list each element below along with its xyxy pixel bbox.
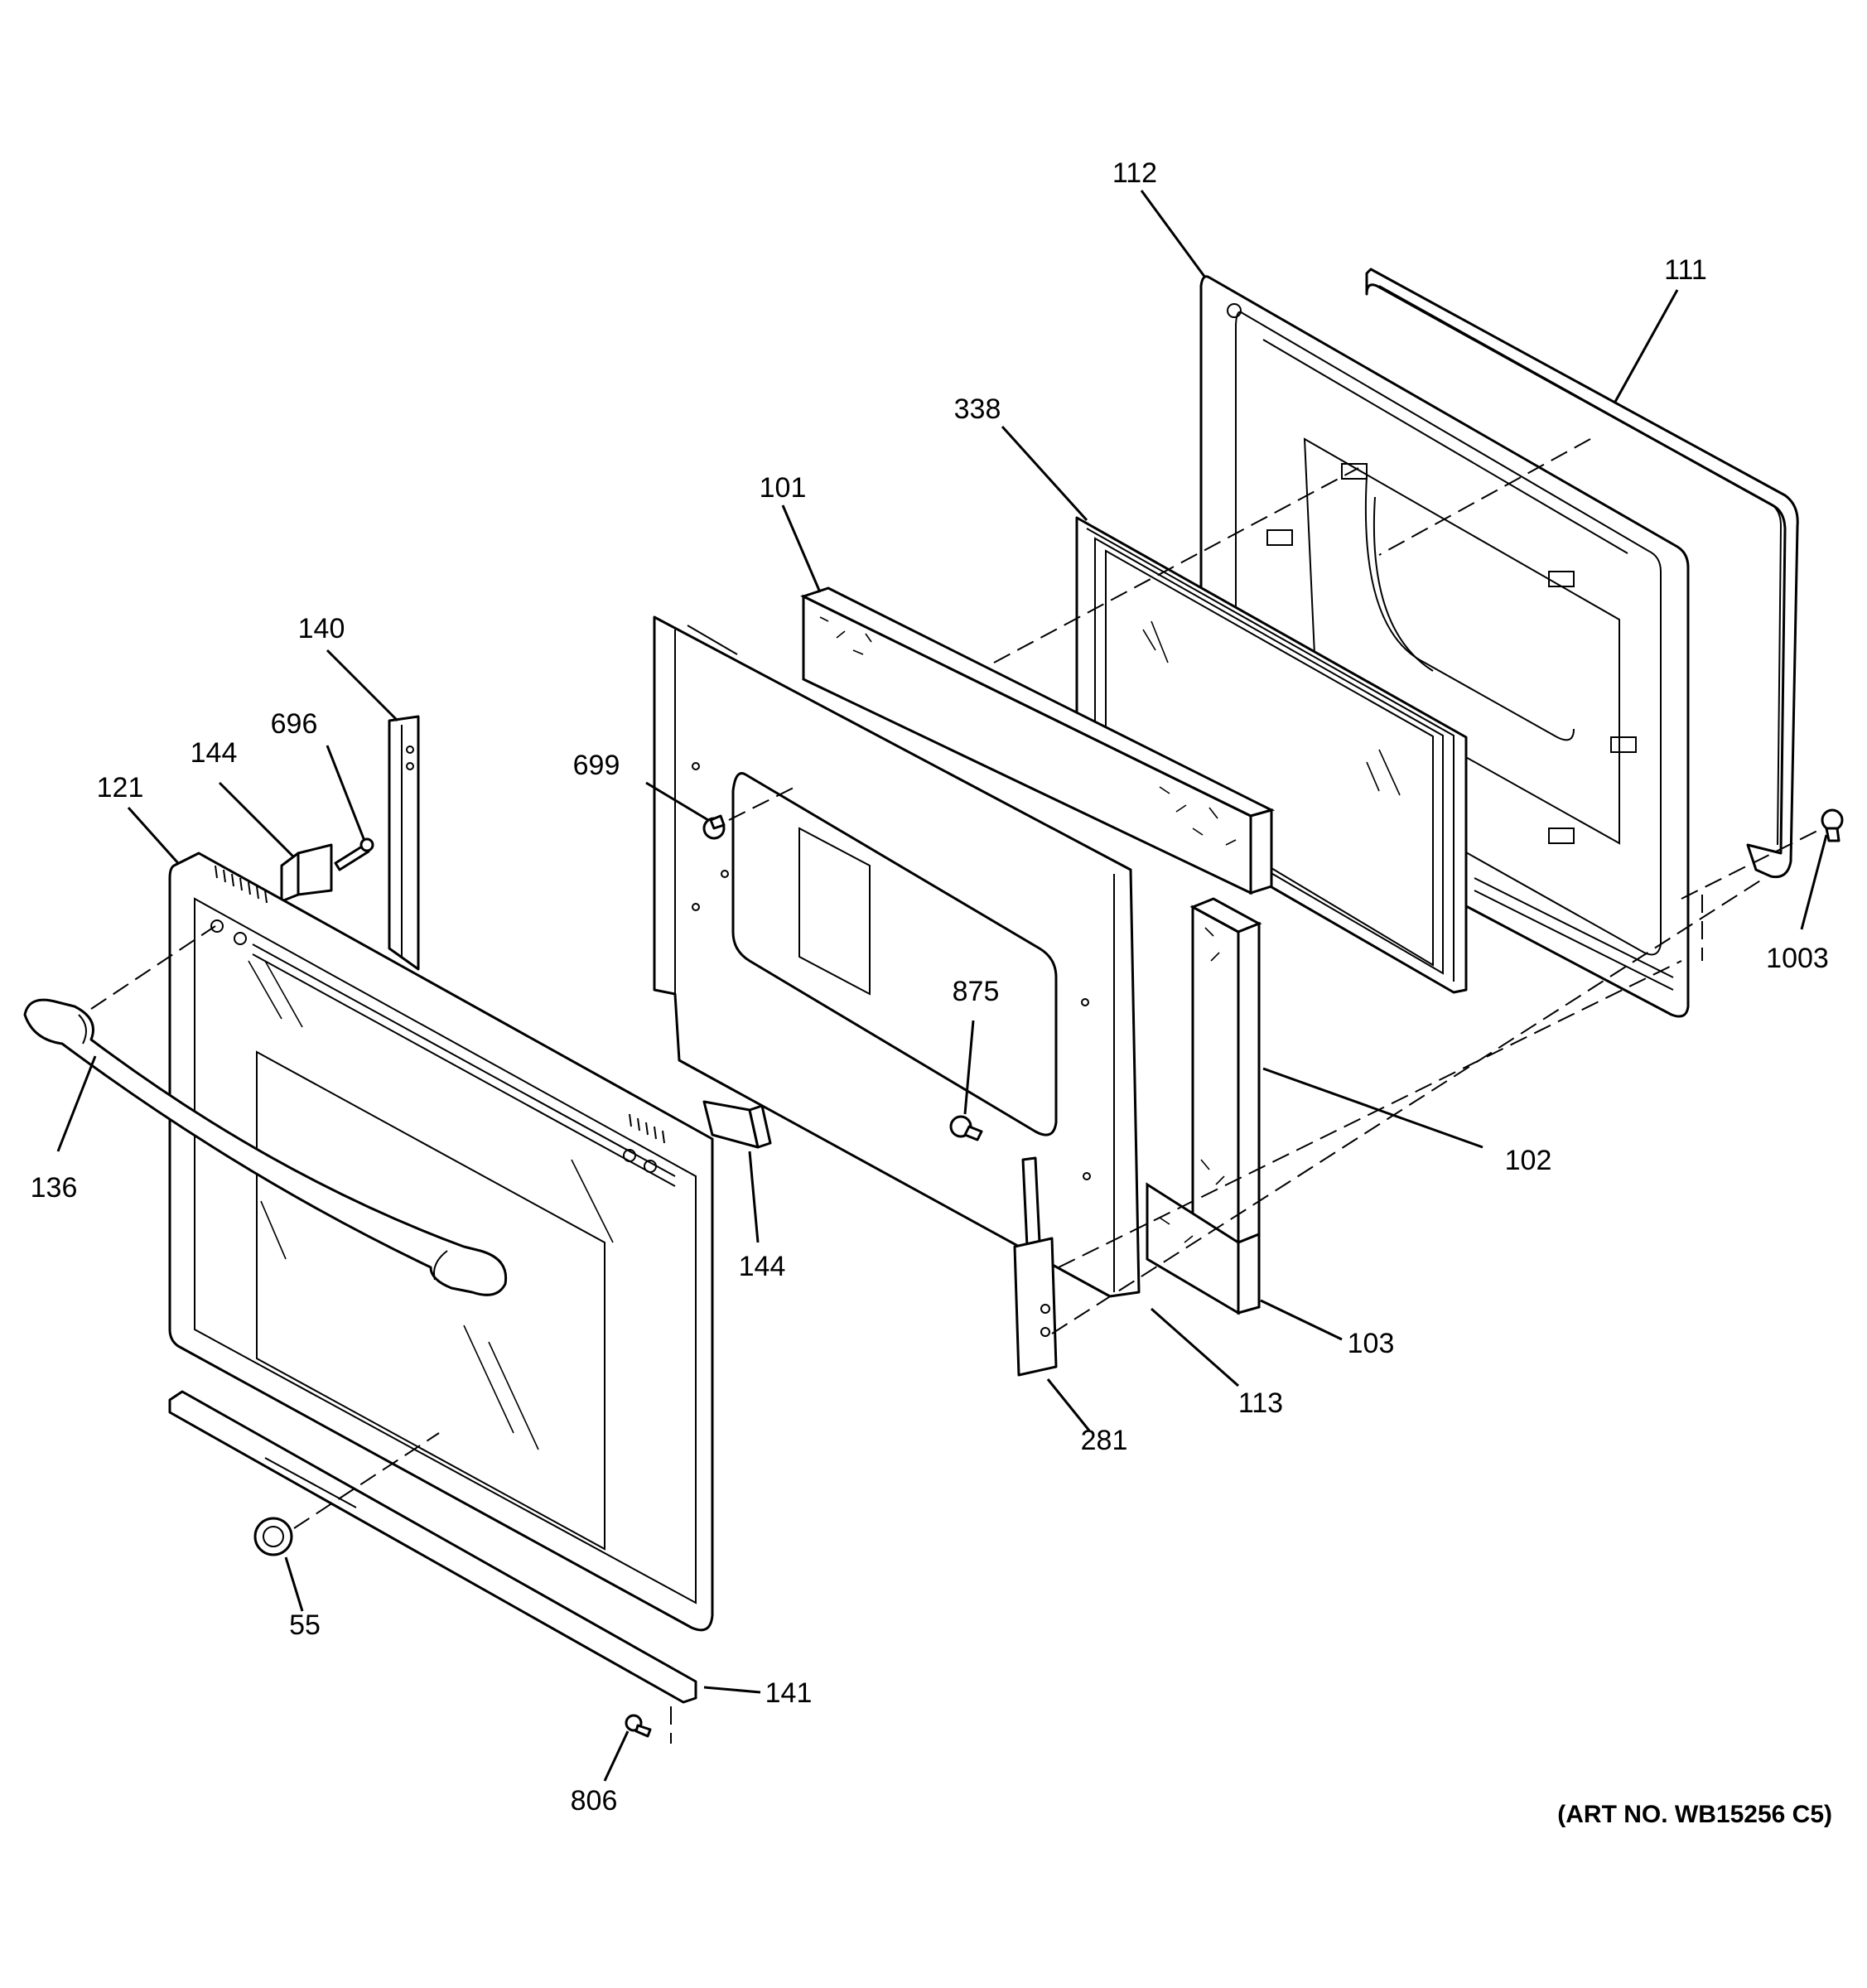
callout-699: 699 <box>573 750 620 781</box>
callout-102: 102 <box>1505 1145 1552 1176</box>
top-insulation-texture <box>819 616 1237 846</box>
callout-labels: 112 111 338 101 140 696 144 121 699 875 … <box>31 157 1829 1817</box>
part-55-bumper <box>253 1517 293 1556</box>
part-112-inner-door-liner <box>1199 275 1690 1018</box>
part-141-bottom-trim <box>168 1390 697 1704</box>
part-1003-screw <box>1821 808 1844 842</box>
part-136-door-handle <box>23 998 508 1296</box>
callout-140: 140 <box>298 613 345 644</box>
part-144-upper-bracket <box>280 843 333 903</box>
alignment-lines <box>90 438 1823 1744</box>
part-103-bottom-insulation <box>1146 1182 1261 1315</box>
callout-121: 121 <box>97 772 144 803</box>
part-806-screw <box>625 1714 652 1738</box>
leader-lines <box>56 190 1828 1782</box>
callout-55: 55 <box>289 1609 321 1641</box>
part-101-top-insulation <box>800 586 1276 895</box>
part-140-side-trim <box>388 715 420 971</box>
part-111-door-gasket <box>1365 268 1799 879</box>
callout-696: 696 <box>271 708 318 740</box>
vent-slots-right <box>629 1113 665 1144</box>
vent-slots-left <box>215 865 268 904</box>
callout-141: 141 <box>765 1677 813 1709</box>
part-113-inner-door-panel <box>653 615 1141 1298</box>
callout-103: 103 <box>1348 1328 1395 1359</box>
callout-806: 806 <box>571 1785 618 1817</box>
callout-113: 113 <box>1238 1387 1283 1419</box>
callout-111: 111 <box>1664 254 1707 286</box>
part-281-hinge <box>1013 1156 1058 1377</box>
part-144-lower-bracket <box>702 1100 772 1149</box>
callout-112: 112 <box>1112 157 1157 189</box>
part-102-side-insulation <box>1189 897 1262 1245</box>
callout-281: 281 <box>1081 1425 1128 1456</box>
callout-338: 338 <box>954 393 1001 425</box>
art-number: (ART NO. WB15256 C5) <box>1557 1801 1832 1828</box>
part-696-screw <box>334 837 374 871</box>
callout-1003: 1003 <box>1766 943 1829 974</box>
callout-144-upper: 144 <box>191 737 238 769</box>
part-699-screw <box>702 814 726 840</box>
callout-136: 136 <box>31 1172 78 1204</box>
callout-101: 101 <box>760 472 807 504</box>
callout-875: 875 <box>953 976 1000 1007</box>
callout-144-lower: 144 <box>739 1251 786 1282</box>
part-875-screw <box>949 1115 983 1141</box>
